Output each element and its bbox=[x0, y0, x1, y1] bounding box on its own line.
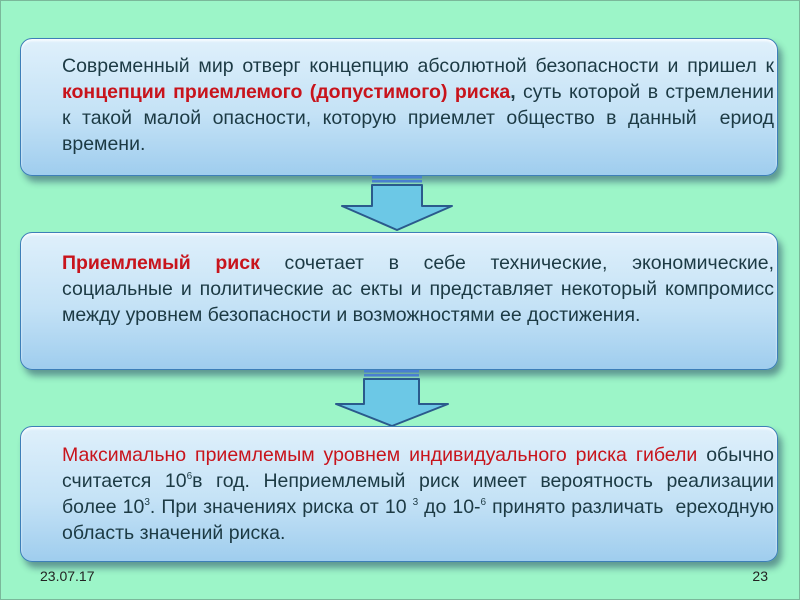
text-box-2 bbox=[20, 232, 778, 370]
box3-exponent-4: 6 bbox=[480, 497, 487, 508]
down-arrow-icon bbox=[335, 370, 449, 427]
box1-highlight: концепции приемлемого (допустимого) риск… bbox=[62, 81, 511, 103]
box3-highlight: Максимально приемлемым уровнем индивидуа… bbox=[62, 444, 698, 466]
box1-comma: , bbox=[510, 81, 516, 103]
box3-exponent-3: 3 bbox=[412, 497, 419, 508]
box3-text-3: . При значениях риска от 10 bbox=[149, 496, 413, 518]
text-box-2-content: Приемлемый риск сочетает в себе техничес… bbox=[62, 250, 774, 328]
box3-text-5: принято различать ереходную область знач… bbox=[62, 496, 775, 544]
box3-exponent-2: 3 bbox=[144, 497, 150, 508]
box3-text-1: обычно считается 10 bbox=[62, 444, 774, 492]
box2-text: сочетает в себе технические, экономическ… bbox=[62, 252, 774, 326]
box3-exponent-1: 6 bbox=[186, 471, 193, 482]
page-number: 23 bbox=[752, 568, 768, 584]
box2-highlight: Приемлемый риск bbox=[62, 252, 260, 274]
box3-text-4: до 10- bbox=[418, 496, 481, 518]
box1-text-2: суть которой в стремлении к такой малой … bbox=[62, 81, 774, 155]
down-arrow-icon bbox=[341, 176, 453, 231]
box3-text-2: в год. Неприемлемый риск имеет вероятнос… bbox=[62, 470, 775, 518]
text-box-3-content: Максимально приемлемым уровнем индивидуа… bbox=[62, 442, 774, 546]
box1-text-1: Современный мир отверг концепцию абсолют… bbox=[62, 55, 774, 77]
text-box-1-content: Современный мир отверг концепцию абсолют… bbox=[62, 53, 774, 157]
footer-date: 23.07.17 bbox=[40, 568, 95, 584]
text-box-3 bbox=[20, 426, 778, 562]
text-box-1 bbox=[20, 38, 778, 176]
